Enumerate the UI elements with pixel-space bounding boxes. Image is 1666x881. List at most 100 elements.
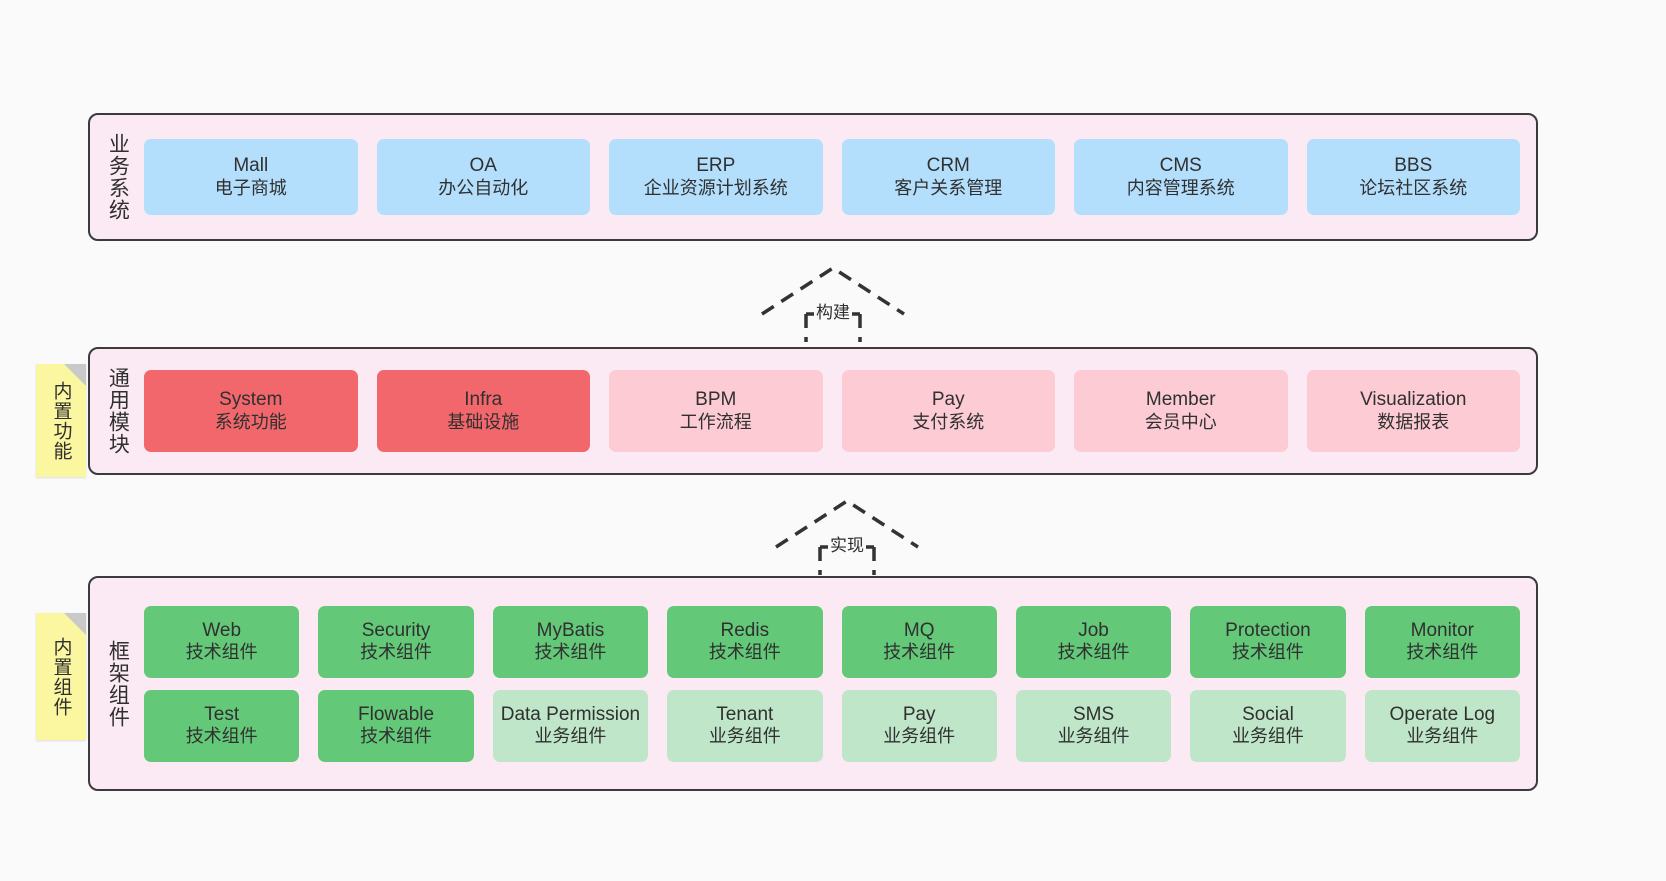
connector-implement: 实现	[772, 495, 922, 577]
card-job-en: Job	[1078, 619, 1109, 641]
layer-title-common-module: 通用模块	[106, 367, 130, 455]
card-redis[interactable]: Redis 技术组件	[667, 605, 823, 678]
card-infra-en: Infra	[464, 389, 503, 411]
card-security[interactable]: Security 技术组件	[318, 605, 474, 678]
card-cms-en: CMS	[1159, 155, 1202, 177]
card-job-cn: 技术组件	[1057, 642, 1130, 663]
connector-build-label: 构建	[814, 298, 852, 323]
card-mall-cn: 电子商城	[214, 177, 287, 198]
card-bbs-cn: 论坛社区系统	[1359, 177, 1468, 198]
card-data-permission-en: Data Permission	[500, 703, 641, 725]
card-visualization[interactable]: Visualization 数据报表	[1306, 370, 1520, 452]
card-social-en: Social	[1242, 703, 1294, 725]
card-bbs[interactable]: BBS 论坛社区系统	[1306, 139, 1520, 215]
card-web-en: Web	[202, 619, 242, 641]
card-operate-log-en: Operate Log	[1389, 703, 1496, 725]
card-visualization-cn: 数据报表	[1377, 411, 1450, 432]
card-member-cn: 会员中心	[1144, 411, 1217, 432]
card-protection-en: Protection	[1225, 619, 1311, 641]
sticky-fold-corner-icon	[64, 613, 86, 635]
layer-body-framework-component: Web 技术组件 Security 技术组件 MyBatis 技术组件 Redi…	[144, 578, 1536, 789]
sticky-note-builtin-component-label: 内置组件	[50, 636, 72, 717]
card-member-en: Member	[1145, 389, 1216, 411]
card-social-cn: 业务组件	[1231, 726, 1304, 747]
card-test[interactable]: Test 技术组件	[144, 689, 300, 762]
card-crm-cn: 客户关系管理	[894, 177, 1003, 198]
sticky-note-builtin-component: 内置组件	[36, 613, 86, 740]
layer-title-framework-component: 框架组件	[106, 639, 130, 728]
card-sms[interactable]: SMS 业务组件	[1015, 689, 1172, 762]
card-tenant-en: Tenant	[716, 703, 774, 725]
card-mq[interactable]: MQ 技术组件	[841, 605, 997, 678]
card-pay-module-en: Pay	[931, 389, 965, 411]
card-infra-cn: 基础设施	[447, 411, 520, 432]
card-crm-en: CRM	[926, 155, 970, 177]
card-cms-cn: 内容管理系统	[1126, 177, 1235, 198]
card-tenant[interactable]: Tenant 业务组件	[667, 689, 823, 762]
card-pay-component[interactable]: Pay 业务组件	[841, 689, 997, 762]
card-mq-en: MQ	[903, 619, 935, 641]
framework-row-business: Test 技术组件 Flowable 技术组件 Data Permission …	[144, 689, 1520, 762]
card-operate-log-cn: 业务组件	[1406, 726, 1479, 747]
card-protection-cn: 技术组件	[1231, 642, 1304, 663]
card-system[interactable]: System 系统功能	[144, 370, 358, 452]
card-mall[interactable]: Mall 电子商城	[144, 139, 358, 215]
card-flowable-en: Flowable	[358, 703, 435, 725]
card-system-cn: 系统功能	[214, 411, 287, 432]
card-test-cn: 技术组件	[185, 726, 258, 747]
card-job[interactable]: Job 技术组件	[1015, 605, 1172, 678]
card-pay-module-cn: 支付系统	[912, 411, 985, 432]
card-flowable[interactable]: Flowable 技术组件	[318, 689, 474, 762]
card-cms[interactable]: CMS 内容管理系统	[1074, 139, 1288, 215]
card-monitor[interactable]: Monitor 技术组件	[1364, 605, 1520, 678]
card-sms-en: SMS	[1072, 703, 1115, 725]
card-mq-cn: 技术组件	[883, 642, 956, 663]
card-bbs-en: BBS	[1394, 155, 1433, 177]
layer-common-module: 通用模块 System 系统功能 Infra 基础设施 BPM 工作流程 Pay…	[88, 347, 1538, 475]
card-crm[interactable]: CRM 客户关系管理	[841, 139, 1055, 215]
layer-business-system: 业务系统 Mall 电子商城 OA 办公自动化 ERP 企业资源计划系统 CRM…	[88, 113, 1538, 241]
card-oa[interactable]: OA 办公自动化	[376, 139, 590, 215]
card-bpm-cn: 工作流程	[679, 411, 752, 432]
card-redis-en: Redis	[720, 619, 770, 641]
card-mybatis-cn: 技术组件	[534, 642, 607, 663]
card-member[interactable]: Member 会员中心	[1074, 370, 1288, 452]
card-monitor-cn: 技术组件	[1406, 642, 1479, 663]
card-operate-log[interactable]: Operate Log 业务组件	[1364, 689, 1520, 762]
framework-row-technical: Web 技术组件 Security 技术组件 MyBatis 技术组件 Redi…	[144, 605, 1520, 678]
sticky-note-builtin-function: 内置功能	[36, 364, 86, 477]
card-pay-module[interactable]: Pay 支付系统	[841, 370, 1055, 452]
card-data-permission[interactable]: Data Permission 业务组件	[492, 689, 649, 762]
card-infra[interactable]: Infra 基础设施	[376, 370, 590, 452]
card-erp-cn: 企业资源计划系统	[643, 177, 788, 198]
card-protection[interactable]: Protection 技术组件	[1190, 605, 1346, 678]
card-bpm-en: BPM	[695, 389, 737, 411]
card-bpm[interactable]: BPM 工作流程	[609, 370, 823, 452]
card-redis-cn: 技术组件	[708, 642, 781, 663]
card-mybatis[interactable]: MyBatis 技术组件	[492, 605, 649, 678]
card-erp-en: ERP	[696, 155, 736, 177]
card-visualization-en: Visualization	[1360, 389, 1467, 411]
card-oa-cn: 办公自动化	[438, 177, 529, 198]
card-monitor-en: Monitor	[1410, 619, 1474, 641]
card-social[interactable]: Social 业务组件	[1190, 689, 1346, 762]
card-security-cn: 技术组件	[360, 642, 433, 663]
card-sms-cn: 业务组件	[1057, 726, 1130, 747]
card-erp[interactable]: ERP 企业资源计划系统	[609, 139, 823, 215]
card-tenant-cn: 业务组件	[708, 726, 781, 747]
connector-implement-label: 实现	[828, 531, 866, 556]
layer-framework-component: 框架组件 Web 技术组件 Security 技术组件 MyBatis 技术组件…	[88, 576, 1538, 791]
layer-body-business-system: Mall 电子商城 OA 办公自动化 ERP 企业资源计划系统 CRM 客户关系…	[144, 115, 1536, 239]
sticky-fold-corner-icon	[64, 364, 86, 386]
sticky-note-builtin-function-label: 内置功能	[50, 380, 72, 461]
card-pay-component-cn: 业务组件	[883, 726, 956, 747]
card-web[interactable]: Web 技术组件	[144, 605, 300, 678]
card-mall-en: Mall	[233, 155, 269, 177]
card-oa-en: OA	[469, 155, 497, 177]
card-flowable-cn: 技术组件	[360, 726, 433, 747]
card-data-permission-cn: 业务组件	[534, 726, 607, 747]
layer-body-common-module: System 系统功能 Infra 基础设施 BPM 工作流程 Pay 支付系统…	[144, 349, 1536, 473]
card-pay-component-en: Pay	[902, 703, 936, 725]
layer-title-business-system: 业务系统	[106, 133, 130, 221]
